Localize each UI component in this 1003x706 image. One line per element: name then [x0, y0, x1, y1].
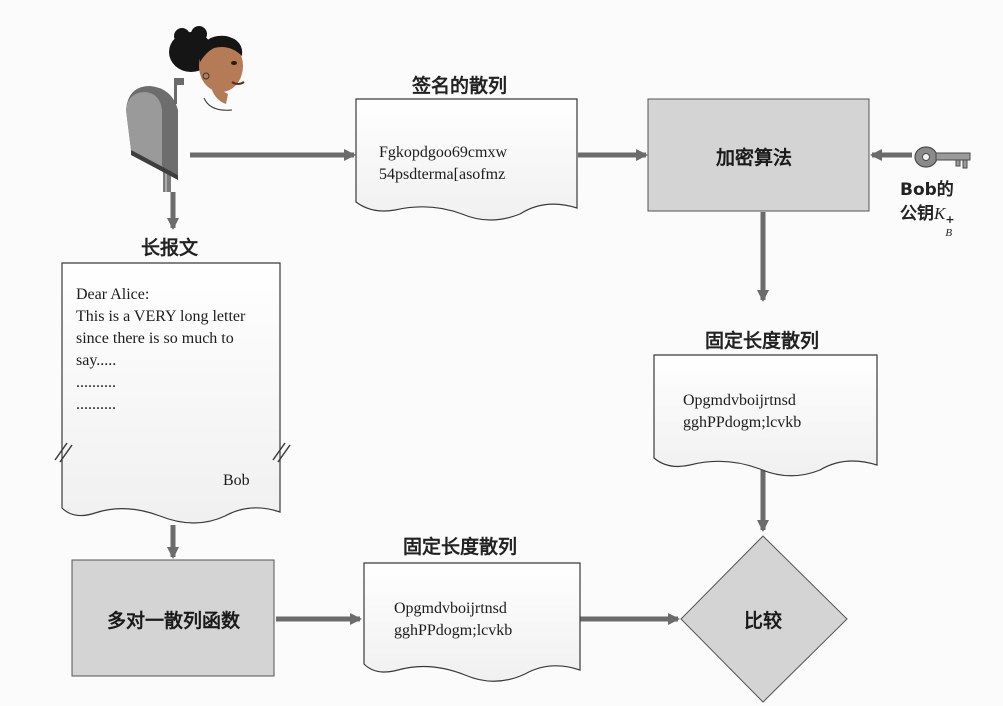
fixed-hash-bottom-content: Opgmdvboijrtnsd gghPPdogm;lcvkb: [394, 598, 512, 642]
public-key-label: Bob的 公钥K+B: [900, 178, 955, 239]
mailbox-icon: [126, 78, 184, 192]
public-key-superscript: +: [945, 213, 955, 226]
signed-hash-content: Fgkopdgoo69cmxw 54psdterma[asofmz: [379, 142, 507, 186]
fixed-hash-right-title: 固定长度散列: [705, 330, 820, 352]
hash-function-box: [71, 559, 275, 677]
long-message-body: Dear Alice: This is a VERY long letter s…: [76, 284, 245, 416]
long-message-document: [61, 262, 281, 524]
compare-label: 比较: [744, 610, 783, 632]
fixed-hash-bottom-line-1: Opgmdvboijrtnsd: [394, 600, 507, 617]
public-key-line-1: Bob的: [900, 180, 954, 200]
hash-function-label: 多对一散列函数: [107, 610, 241, 632]
signed-hash-line-1: Fgkopdgoo69cmxw: [379, 144, 507, 161]
long-message-line: ..........: [76, 396, 116, 413]
public-key-subscript: B: [945, 227, 953, 239]
alice-avatar-icon: [169, 26, 245, 111]
long-message-line: Dear Alice:: [76, 286, 150, 303]
fixed-hash-bottom-title: 固定长度散列: [403, 536, 518, 558]
encrypt-box-label: 加密算法: [716, 147, 793, 169]
public-key-line-2: 公钥K+B: [900, 202, 955, 239]
long-message-signature: Bob: [223, 472, 250, 489]
long-message-line: say.....: [76, 352, 117, 369]
encrypt-box: [647, 98, 870, 212]
fixed-hash-right-line-2: gghPPdogm;lcvkb: [683, 414, 802, 431]
signed-hash-document: [355, 98, 578, 221]
long-message-line: This is a VERY long letter: [76, 308, 246, 325]
fixed-hash-right-line-1: Opgmdvboijrtnsd: [683, 392, 796, 409]
long-message-title: 长报文: [141, 237, 199, 259]
page-break-marks: [54, 442, 291, 463]
public-key-prefix: 公钥: [900, 204, 934, 224]
long-message-line: ..........: [76, 374, 116, 391]
long-message-line: since there is so much to: [76, 330, 234, 347]
signed-hash-title: 签名的散列: [412, 75, 508, 97]
public-key-symbol: K: [934, 204, 946, 223]
fixed-hash-right-content: Opgmdvboijrtnsd gghPPdogm;lcvkb: [683, 390, 801, 434]
signed-hash-line-2: 54psdterma[asofmz: [379, 166, 506, 183]
fixed-hash-bottom-line-2: gghPPdogm;lcvkb: [394, 622, 513, 639]
key-icon: [914, 146, 971, 169]
fixed-hash-bottom-document: [363, 562, 581, 682]
fixed-hash-right-document: [653, 354, 878, 477]
compare-diamond: [680, 535, 848, 703]
